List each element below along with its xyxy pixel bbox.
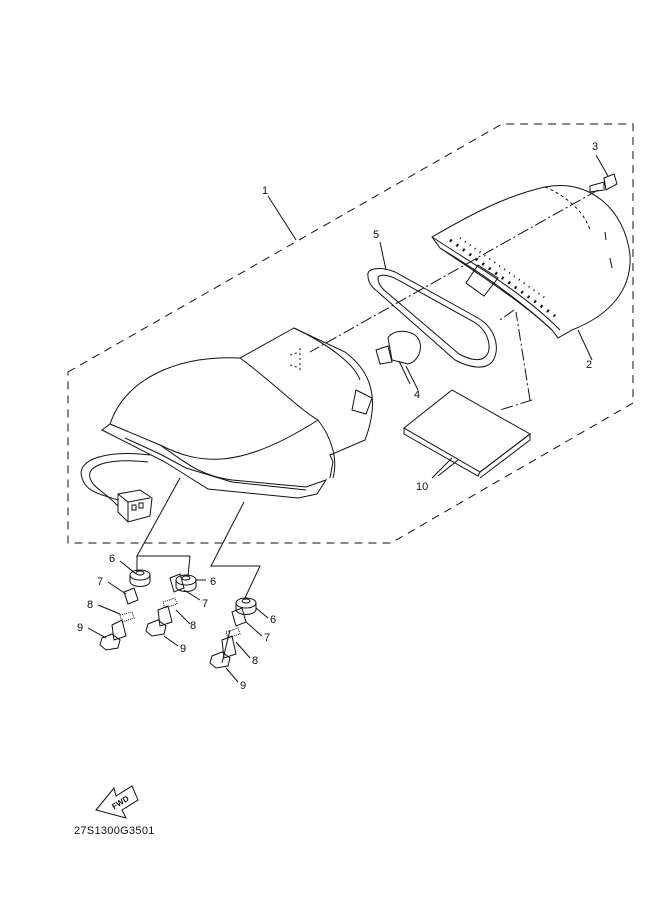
leader-1 <box>267 195 297 241</box>
wire-connector <box>80 453 153 523</box>
callout-9c: 9 <box>240 680 246 692</box>
fwd-label: FWD <box>110 794 130 811</box>
taillight-housing <box>101 327 373 499</box>
callout-2: 2 <box>586 359 592 371</box>
taillight-lens <box>431 185 631 339</box>
callout-8a: 8 <box>87 599 93 611</box>
callout-8c: 8 <box>252 655 258 667</box>
bulb <box>375 330 421 385</box>
callout-6a: 6 <box>109 553 115 565</box>
callout-10: 10 <box>416 481 428 493</box>
callout-leaders <box>87 241 593 683</box>
callout-1: 1 <box>262 185 268 197</box>
callout-7b: 7 <box>202 598 208 610</box>
callout-4: 4 <box>414 389 420 401</box>
drawing-code: 27S1300G3501 <box>74 825 155 837</box>
mount-leaders <box>136 477 261 664</box>
callout-9a: 9 <box>77 622 83 634</box>
pad <box>403 389 531 479</box>
screw-3 <box>589 154 618 193</box>
assembly-boundary <box>67 123 634 544</box>
callout-7a: 7 <box>97 576 103 588</box>
fwd-arrow-icon <box>95 785 139 819</box>
callout-numbers: 1 2 3 4 5 10 6 7 8 9 6 7 8 9 6 7 8 9 <box>77 141 598 692</box>
callout-3: 3 <box>592 141 598 153</box>
callout-9b: 9 <box>180 643 186 655</box>
callout-8b: 8 <box>190 620 196 632</box>
centre-lines <box>309 189 599 411</box>
lens-gasket <box>367 268 497 368</box>
callout-5: 5 <box>373 229 379 241</box>
callout-6c: 6 <box>270 614 276 626</box>
callout-6b: 6 <box>210 576 216 588</box>
callout-7c: 7 <box>264 632 270 644</box>
mount-stack-a <box>99 569 151 651</box>
mount-stack-b <box>145 573 197 637</box>
